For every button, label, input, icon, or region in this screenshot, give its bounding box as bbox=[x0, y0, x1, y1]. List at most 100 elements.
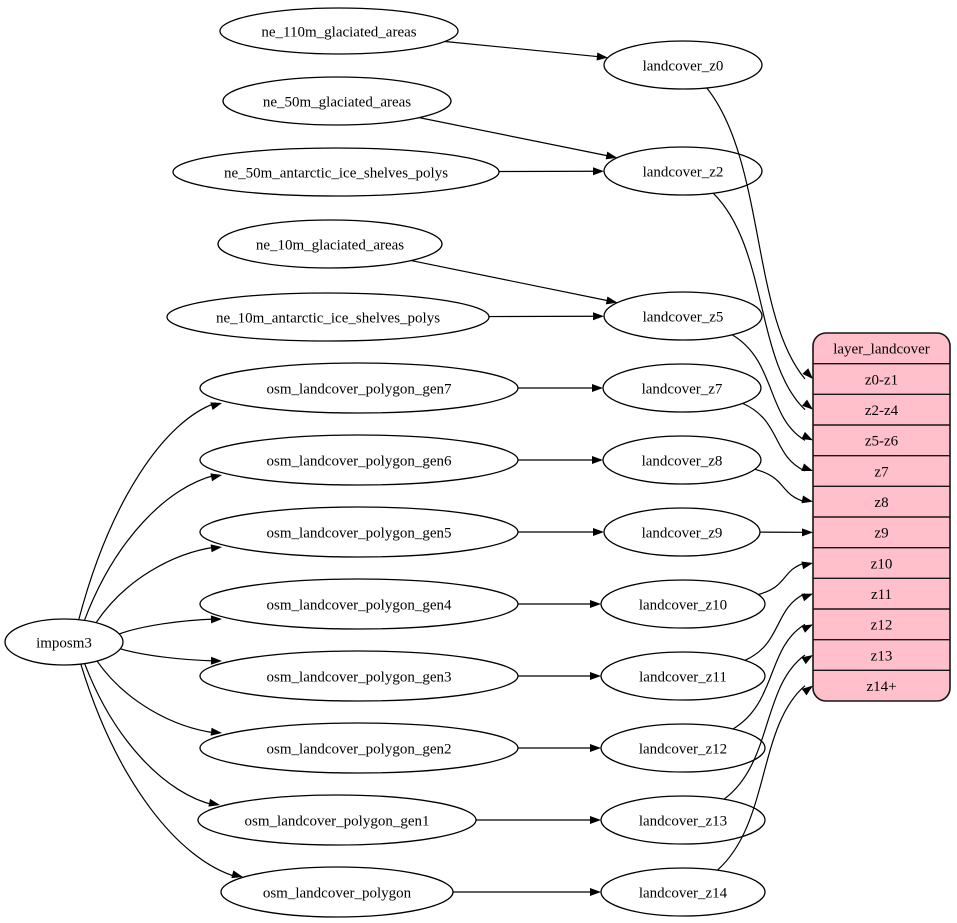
record-row-z9: z9 bbox=[874, 526, 888, 542]
node-label: osm_landcover_polygon_gen1 bbox=[245, 813, 430, 829]
arrowhead bbox=[802, 368, 813, 379]
arrowhead bbox=[208, 798, 220, 807]
edge-osm_landcover_polygon_gen3-to-landcover_z11 bbox=[518, 672, 601, 680]
record-row-z2-z4: z2-z4 bbox=[865, 403, 899, 419]
edge-landcover_z5-to-layer_landcover.z5-z6 bbox=[731, 334, 813, 441]
edge-osm_landcover_polygon_gen6-to-landcover_z8 bbox=[518, 456, 603, 464]
node-landcover_z10: landcover_z10 bbox=[600, 579, 766, 629]
arrowhead bbox=[231, 870, 243, 879]
node-ne_10m_glaciated_areas: ne_10m_glaciated_areas bbox=[217, 219, 443, 269]
node-label: osm_landcover_polygon_gen3 bbox=[267, 669, 452, 685]
arrowhead bbox=[592, 312, 605, 321]
node-osm_landcover_polygon_gen4: osm_landcover_polygon_gen4 bbox=[199, 578, 519, 630]
arrowhead bbox=[210, 656, 222, 665]
record-row-z12: z12 bbox=[871, 618, 893, 634]
edge-line bbox=[742, 402, 806, 472]
edge-line bbox=[80, 663, 238, 878]
edge-ne_50m_glaciated_areas-to-landcover_z2 bbox=[419, 117, 618, 160]
edge-landcover_z14-to-layer_landcover.z14+ bbox=[716, 685, 813, 871]
edge-line bbox=[716, 685, 806, 871]
record-row-z5-z6: z5-z6 bbox=[865, 434, 899, 450]
arrowhead bbox=[593, 528, 604, 536]
node-ellipse bbox=[603, 291, 763, 341]
record-row-z7: z7 bbox=[874, 464, 889, 480]
arrowhead bbox=[592, 167, 605, 176]
node-label: ne_10m_antarctic_ice_shelves_polys bbox=[216, 310, 440, 326]
node-landcover_z9: landcover_z9 bbox=[603, 507, 761, 557]
node-ellipse bbox=[217, 219, 443, 269]
edge-line bbox=[744, 593, 806, 661]
node-osm_landcover_polygon_gen1: osm_landcover_polygon_gen1 bbox=[197, 794, 477, 846]
edge-line bbox=[120, 648, 217, 662]
node-osm_landcover_polygon_gen7: osm_landcover_polygon_gen7 bbox=[199, 362, 519, 414]
arrowhead bbox=[801, 528, 813, 537]
edge-landcover_z13-to-layer_landcover.z13 bbox=[723, 654, 813, 800]
record-title: layer_landcover bbox=[833, 342, 930, 358]
record-row-z13: z13 bbox=[871, 648, 893, 664]
arrowhead bbox=[801, 399, 813, 410]
arrowhead bbox=[596, 52, 608, 61]
edge-landcover_z9-to-layer_landcover.z9 bbox=[759, 528, 813, 537]
edge-landcover_z11-to-layer_landcover.z11 bbox=[744, 593, 813, 661]
arrowhead bbox=[605, 151, 618, 160]
edge-imposm3-to-osm_landcover_polygon_gen1 bbox=[84, 663, 220, 807]
node-label: osm_landcover_polygon_gen4 bbox=[267, 597, 452, 613]
edge-line bbox=[95, 546, 217, 624]
node-ellipse bbox=[222, 76, 452, 126]
arrowhead bbox=[592, 456, 603, 464]
record-node-layer_landcover: layer_landcoverz0-z1z2-z4z5-z6z7z8z9z10z… bbox=[812, 332, 951, 702]
node-label: landcover_z2 bbox=[643, 164, 724, 180]
edge-line bbox=[732, 623, 806, 730]
arrowhead bbox=[801, 655, 813, 665]
arrowhead bbox=[801, 463, 813, 471]
node-osm_landcover_polygon_gen3: osm_landcover_polygon_gen3 bbox=[199, 650, 519, 702]
edge-line bbox=[444, 40, 600, 58]
edge-line bbox=[96, 660, 217, 734]
edge-imposm3-to-osm_landcover_polygon_gen5 bbox=[95, 544, 222, 624]
node-label: ne_50m_antarctic_ice_shelves_polys bbox=[224, 165, 448, 181]
arrowhead bbox=[590, 672, 601, 680]
edge-imposm3-to-osm_landcover_polygon_gen2 bbox=[96, 660, 222, 736]
node-ellipse bbox=[603, 40, 763, 90]
edge-imposm3-to-osm_landcover_polygon_gen7 bbox=[78, 402, 222, 620]
arrowhead bbox=[210, 615, 222, 624]
node-ellipse bbox=[4, 618, 124, 666]
node-ellipse bbox=[603, 146, 763, 196]
node-label: osm_landcover_polygon_gen5 bbox=[267, 525, 452, 541]
node-landcover_z14: landcover_z14 bbox=[600, 867, 766, 917]
edge-imposm3-to-osm_landcover_polygon_gen3 bbox=[120, 648, 222, 665]
node-landcover_z8: landcover_z8 bbox=[602, 435, 762, 485]
node-label: osm_landcover_polygon_gen2 bbox=[267, 741, 452, 757]
record-row-z10: z10 bbox=[871, 556, 893, 572]
edge-line bbox=[411, 259, 610, 302]
edge-line bbox=[731, 334, 806, 441]
node-landcover_z12: landcover_z12 bbox=[600, 723, 766, 773]
edge-line bbox=[419, 117, 610, 157]
node-label: landcover_z12 bbox=[639, 741, 727, 757]
arrowhead bbox=[210, 544, 222, 553]
arrowhead bbox=[210, 473, 222, 482]
node-landcover_z7: landcover_z7 bbox=[602, 363, 762, 413]
node-label: osm_landcover_polygon bbox=[263, 885, 412, 901]
node-ne_110m_glaciated_areas: ne_110m_glaciated_areas bbox=[219, 7, 459, 55]
edge-osm_landcover_polygon_gen4-to-landcover_z10 bbox=[518, 600, 601, 608]
node-osm_landcover_polygon_gen6: osm_landcover_polygon_gen6 bbox=[199, 434, 519, 486]
arrowhead bbox=[801, 495, 813, 504]
edge-landcover_z12-to-layer_landcover.z12 bbox=[732, 623, 813, 730]
edge-osm_landcover_polygon_gen5-to-landcover_z9 bbox=[518, 528, 604, 536]
node-ne_50m_glaciated_areas: ne_50m_glaciated_areas bbox=[222, 76, 452, 126]
edge-imposm3-to-osm_landcover_polygon bbox=[80, 663, 243, 879]
node-label: landcover_z9 bbox=[642, 525, 723, 541]
edge-line bbox=[706, 87, 806, 380]
edge-line bbox=[83, 474, 217, 621]
node-landcover_z0: landcover_z0 bbox=[603, 40, 763, 90]
node-osm_landcover_polygon_gen2: osm_landcover_polygon_gen2 bbox=[199, 722, 519, 774]
edge-osm_landcover_polygon_gen1-to-landcover_z13 bbox=[476, 816, 601, 824]
node-label: osm_landcover_polygon_gen6 bbox=[267, 453, 452, 469]
node-label: ne_110m_glaciated_areas bbox=[261, 24, 416, 40]
node-label: landcover_z0 bbox=[643, 58, 724, 74]
edge-ne_50m_antarctic_ice_shelves_polys-to-landcover_z2 bbox=[498, 167, 605, 176]
node-label: landcover_z5 bbox=[643, 309, 724, 325]
